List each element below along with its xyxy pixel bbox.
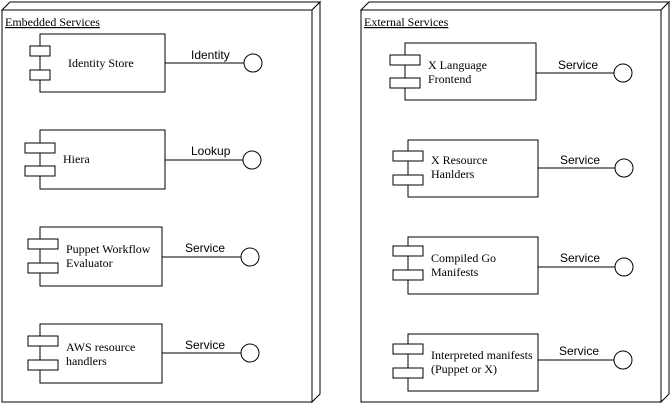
component-label-line-2: Manifests [431, 265, 479, 279]
interface-label: Lookup [191, 144, 231, 158]
interface-service-x-language: Service [536, 58, 633, 83]
component-aws-resource-handlers: AWS resource handlers [27, 323, 163, 384]
interface-label: Service [185, 338, 225, 352]
interface-label: Identity [191, 48, 230, 62]
component-label-line-1: Compiled Go [431, 251, 496, 265]
interface-service-compiled-go: Service [538, 251, 634, 277]
component-interpreted-manifests: Interpreted manifests (Puppet or X) [392, 333, 539, 392]
component-label-line-1: X Resource [431, 153, 487, 167]
interface-label: Service [559, 344, 599, 358]
component-compiled-go-manifests: Compiled Go Manifests [392, 236, 539, 295]
interface-lookup: Lookup [165, 144, 262, 170]
component-label-line-2: handlers [66, 354, 107, 368]
interface-label: Service [558, 58, 598, 72]
component-label-line-2: Evaluator [66, 256, 113, 270]
component-identity-store: Identity Store [29, 33, 166, 93]
component-label: Hiera [63, 152, 90, 166]
component-label-line-2: Frontend [428, 72, 471, 86]
component-label-line-1: X Language [428, 58, 487, 72]
component-label-line-1: Interpreted manifests [431, 348, 533, 362]
embedded-services-title: Embedded Services [5, 15, 100, 29]
interface-service-aws: Service [162, 338, 260, 363]
component-hiera: Hiera [24, 129, 166, 190]
component-label: Identity Store [68, 56, 134, 70]
interface-label: Service [560, 251, 600, 265]
interface-label: Service [185, 241, 225, 255]
external-services-title: External Services [364, 15, 449, 29]
interface-identity: Identity [165, 48, 263, 73]
interface-service-puppet: Service [162, 241, 260, 267]
component-label-line-2: (Puppet or X) [431, 362, 497, 376]
component-label-line-1: AWS resource [66, 340, 135, 354]
component-puppet-workflow-evaluator: Puppet Workflow Evaluator [27, 226, 163, 287]
interface-label: Service [560, 153, 600, 167]
component-x-resource-handlers: X Resource Hanlders [392, 139, 539, 198]
component-label-line-1: Puppet Workflow [66, 242, 151, 256]
component-label-line-2: Hanlders [431, 167, 475, 181]
interface-service-x-resource: Service [538, 153, 634, 178]
interface-service-interpreted: Service [538, 344, 633, 370]
component-x-language-frontend: X Language Frontend [389, 42, 537, 101]
